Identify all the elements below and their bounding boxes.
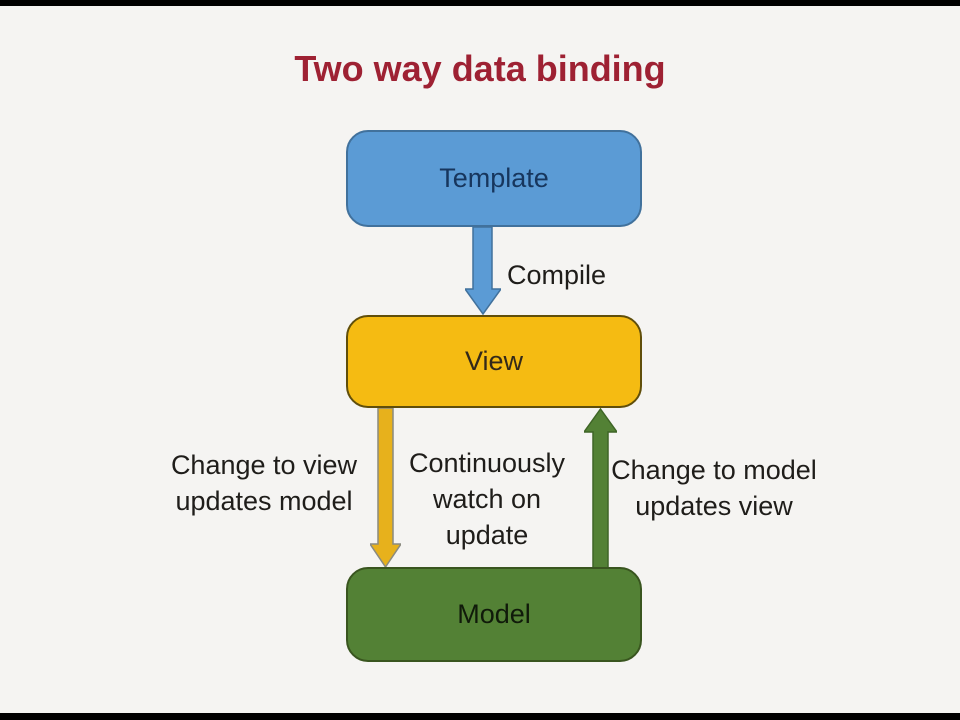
node-model-label: Model bbox=[457, 599, 531, 629]
letterbox-bottom-bar bbox=[0, 713, 960, 720]
arrow-down-icon bbox=[370, 408, 401, 568]
arrow-down-icon bbox=[465, 227, 501, 315]
edge-label-line: updates model bbox=[175, 486, 353, 516]
node-view-label: View bbox=[464, 346, 524, 376]
arrow-up-icon bbox=[584, 408, 617, 568]
edge-label-continuous-watch: Continuously watch on update bbox=[397, 445, 577, 553]
page-title: Two way data binding bbox=[294, 48, 666, 89]
arrow-model-to-view bbox=[584, 408, 617, 568]
edge-label-line: Change to view bbox=[170, 450, 358, 480]
arrow-view-to-model bbox=[370, 408, 401, 568]
arrow-template-to-view bbox=[465, 227, 501, 315]
edge-label-compile-text: Compile bbox=[507, 260, 607, 290]
edge-label-line: update bbox=[445, 520, 529, 550]
node-template: Template bbox=[346, 130, 642, 227]
edge-label-line: Continuously bbox=[408, 448, 566, 478]
edge-label-view-updates-model: Change to view updates model bbox=[144, 447, 384, 519]
edge-label-model-updates-view: Change to model updates view bbox=[594, 452, 834, 524]
edge-label-line: updates view bbox=[635, 491, 793, 521]
edge-label-line: Change to model bbox=[611, 455, 817, 485]
node-view: View bbox=[346, 315, 642, 408]
letterbox-top-bar bbox=[0, 0, 960, 6]
node-model: Model bbox=[346, 567, 642, 662]
edge-label-line: watch on bbox=[432, 484, 542, 514]
node-template-label: Template bbox=[439, 163, 549, 193]
edge-label-compile: Compile bbox=[507, 257, 606, 293]
